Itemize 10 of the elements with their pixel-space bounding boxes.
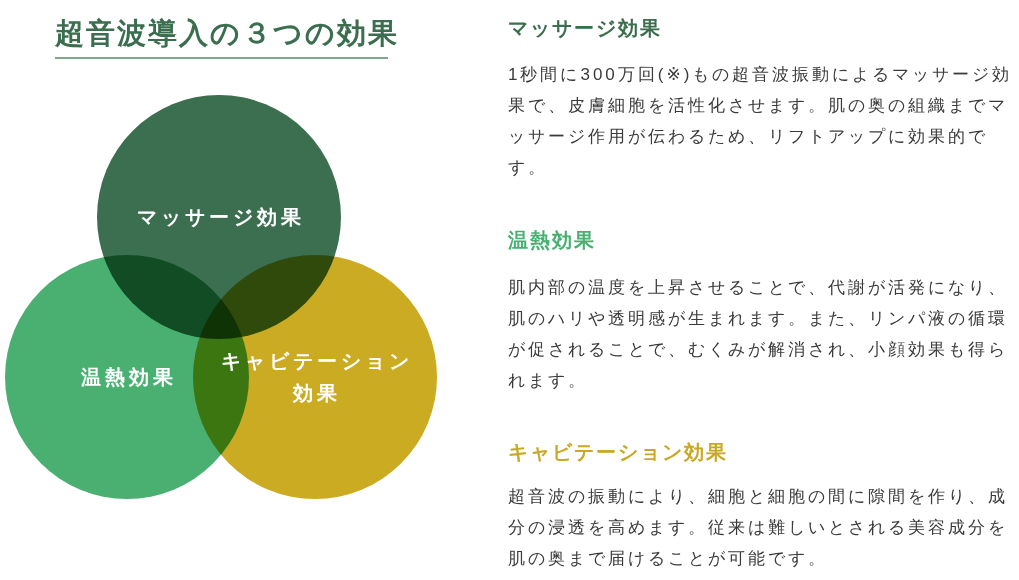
circle-label: マッサージ効果 [136, 205, 305, 230]
circle-label: 温熱効果 [80, 365, 177, 390]
section-heading: 温熱効果 [508, 228, 596, 253]
description-text: 肌内部の温度を上昇させることで、代謝が活発になり、肌のハリや透明感が生まれます。また、リンパ液の循環が促されることで、むくみが解消され、小顔効果も得られます。 [508, 277, 1009, 392]
description-text: 超音波の振動により、細胞と細胞の間に隙間を作り、成分の浸透を高めます。従来は難しいとされる美容成分を肌の奥まで届けることが可能です。 [508, 486, 1009, 570]
section-heading: マッサージ効果 [508, 16, 662, 41]
title: 超音波導入の３つの効果 [55, 16, 399, 51]
section-heading: キャビテーション効果 [508, 440, 728, 465]
circle-label: キャビテーション効果 [220, 349, 414, 406]
description-text: 1秒間に300万回(※)もの超音波振動によるマッサージ効果で、皮膚細胞を活性化させます。肌の奥の組織までマッサージ作用が伝わるため、リフトアップに効果的です。 [508, 64, 1014, 179]
